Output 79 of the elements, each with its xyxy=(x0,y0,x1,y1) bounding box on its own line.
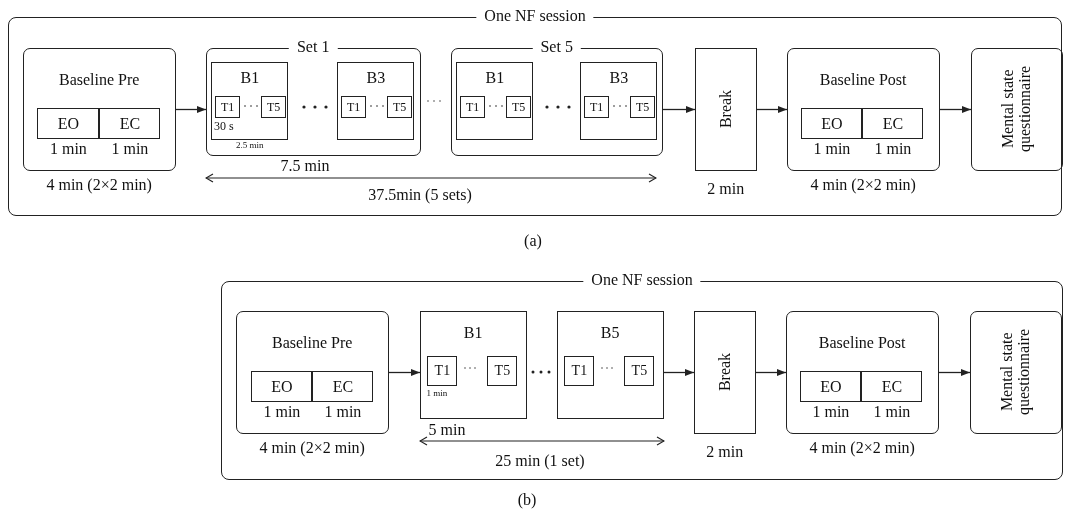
trial-box: T5 xyxy=(487,356,518,387)
duration-label: 4 min (2×2 min) xyxy=(809,438,915,457)
trial-box: T5 xyxy=(624,356,655,387)
node-label: Mental state questionnaire xyxy=(998,329,1033,416)
arrow xyxy=(939,105,972,114)
node-title: Baseline Post xyxy=(817,333,907,352)
trial-box: T5 xyxy=(261,96,287,119)
duration-label: 4 min (2×2 min) xyxy=(259,438,365,457)
duration-label: 4 min (2×2 min) xyxy=(46,175,152,194)
stage-box xyxy=(235,310,389,434)
duration-label: 2 min xyxy=(706,442,744,461)
arrow xyxy=(388,368,421,377)
segment-box: EC xyxy=(862,108,924,140)
node-title: B5 xyxy=(599,323,621,342)
segment-box: EC xyxy=(99,108,161,140)
duration-label: 1 min xyxy=(324,403,362,421)
node-title: B3 xyxy=(608,69,630,87)
node-title: Baseline Pre xyxy=(57,70,141,89)
duration-label: 2 min xyxy=(707,179,745,198)
break-box xyxy=(694,47,757,171)
block-box xyxy=(556,310,664,419)
duration-label: 1 min xyxy=(812,403,850,421)
duration-label: 1 min xyxy=(263,403,301,421)
trial-box: T1 xyxy=(215,96,241,119)
segment-box: EC xyxy=(312,371,374,403)
trial-box: T1 xyxy=(341,96,367,119)
arrow xyxy=(755,368,787,377)
node-title: Baseline Post xyxy=(818,70,908,89)
node-label: Break xyxy=(717,90,735,129)
duration-label: 1 min xyxy=(111,140,149,158)
segment-box: EO xyxy=(37,108,100,140)
node-title: B1 xyxy=(484,69,506,87)
duration-label: 1 min xyxy=(874,140,912,158)
block-box xyxy=(419,310,527,419)
trial-box: T5 xyxy=(506,96,532,119)
block-box xyxy=(580,62,658,141)
trial-box: T1 xyxy=(427,356,458,387)
dimension-label: 5 min xyxy=(428,421,466,439)
questionnaire-box xyxy=(970,47,1063,171)
segment-box: EO xyxy=(801,108,863,140)
duration-label: 30 s xyxy=(214,120,234,134)
segment-box: EO xyxy=(251,371,313,403)
arrow xyxy=(756,105,788,114)
segment-box: EO xyxy=(800,371,862,403)
duration-label: 4 min (2×2 min) xyxy=(810,175,916,194)
block-box xyxy=(456,62,534,141)
node-title: B1 xyxy=(239,69,261,87)
trial-box: T5 xyxy=(387,96,413,119)
node-label: Mental state questionnaire xyxy=(999,66,1034,153)
trial-box: T1 xyxy=(460,96,486,119)
dimension-label: 37.5min (5 sets) xyxy=(368,186,472,204)
block-box xyxy=(211,62,289,141)
dimension-label: (a) xyxy=(524,232,542,250)
trial-box: T1 xyxy=(564,356,595,387)
dimension-label: (b) xyxy=(517,491,537,509)
duration-label: 1 min xyxy=(873,403,911,421)
break-box xyxy=(693,310,756,434)
duration-label: 1 min xyxy=(49,140,87,158)
duration-label: 2.5 min xyxy=(236,141,264,152)
questionnaire-box xyxy=(969,310,1062,434)
dimension-label: 7.5 min xyxy=(280,157,330,175)
node-label: Break xyxy=(716,353,734,392)
trial-box: T5 xyxy=(630,96,656,119)
node-title: B3 xyxy=(365,69,387,87)
duration-label: 1 min xyxy=(813,140,851,158)
duration-label: 1 min xyxy=(426,389,448,400)
arrow xyxy=(938,368,971,377)
stage-box xyxy=(22,47,176,171)
trial-box: T1 xyxy=(584,96,610,119)
stage-box xyxy=(785,310,939,434)
dimension-label: 25 min (1 set) xyxy=(495,452,585,470)
arrow xyxy=(175,105,207,114)
arrow xyxy=(662,105,696,114)
node-title: Baseline Pre xyxy=(270,333,354,352)
arrow xyxy=(663,368,695,377)
segment-box: EC xyxy=(861,371,923,403)
block-box xyxy=(337,62,415,141)
node-title: B1 xyxy=(462,323,484,342)
stage-box xyxy=(786,47,940,171)
